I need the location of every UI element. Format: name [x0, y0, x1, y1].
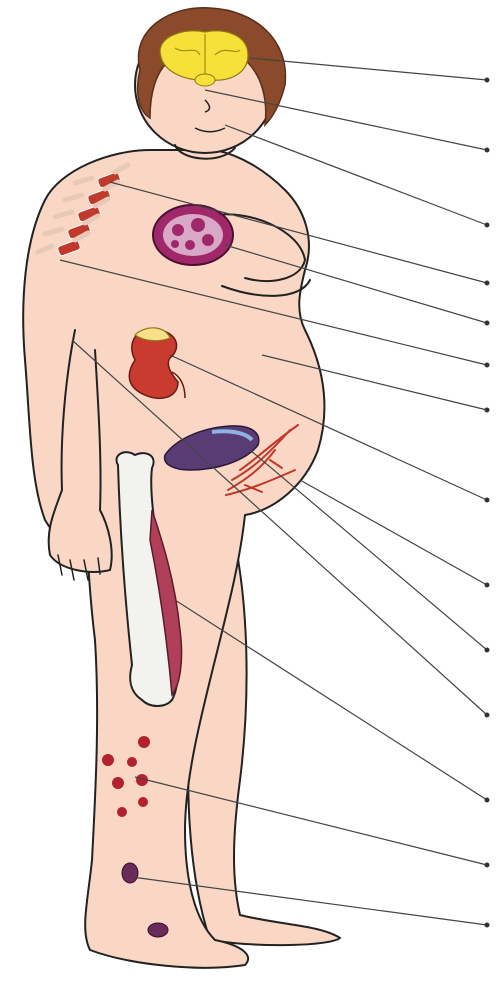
callout-dot — [485, 923, 490, 928]
callout-dot — [485, 363, 490, 368]
callout-dot — [485, 863, 490, 868]
callout-dot — [485, 223, 490, 228]
callout-line-bruises — [135, 777, 487, 865]
callout-dot — [485, 408, 490, 413]
callout-dot — [485, 281, 490, 286]
callout-dot — [485, 713, 490, 718]
callout-dot — [485, 148, 490, 153]
callout-dots — [485, 78, 490, 928]
callout-dot — [485, 798, 490, 803]
callout-line-vessels — [300, 480, 487, 585]
female-body-icon — [23, 17, 340, 968]
callout-dot — [485, 648, 490, 653]
callout-line-uterus — [250, 450, 487, 650]
heart-icon — [153, 205, 233, 265]
callout-dot — [485, 583, 490, 588]
callout-dot — [485, 498, 490, 503]
callout-dot — [485, 78, 490, 83]
callout-dot — [485, 321, 490, 326]
